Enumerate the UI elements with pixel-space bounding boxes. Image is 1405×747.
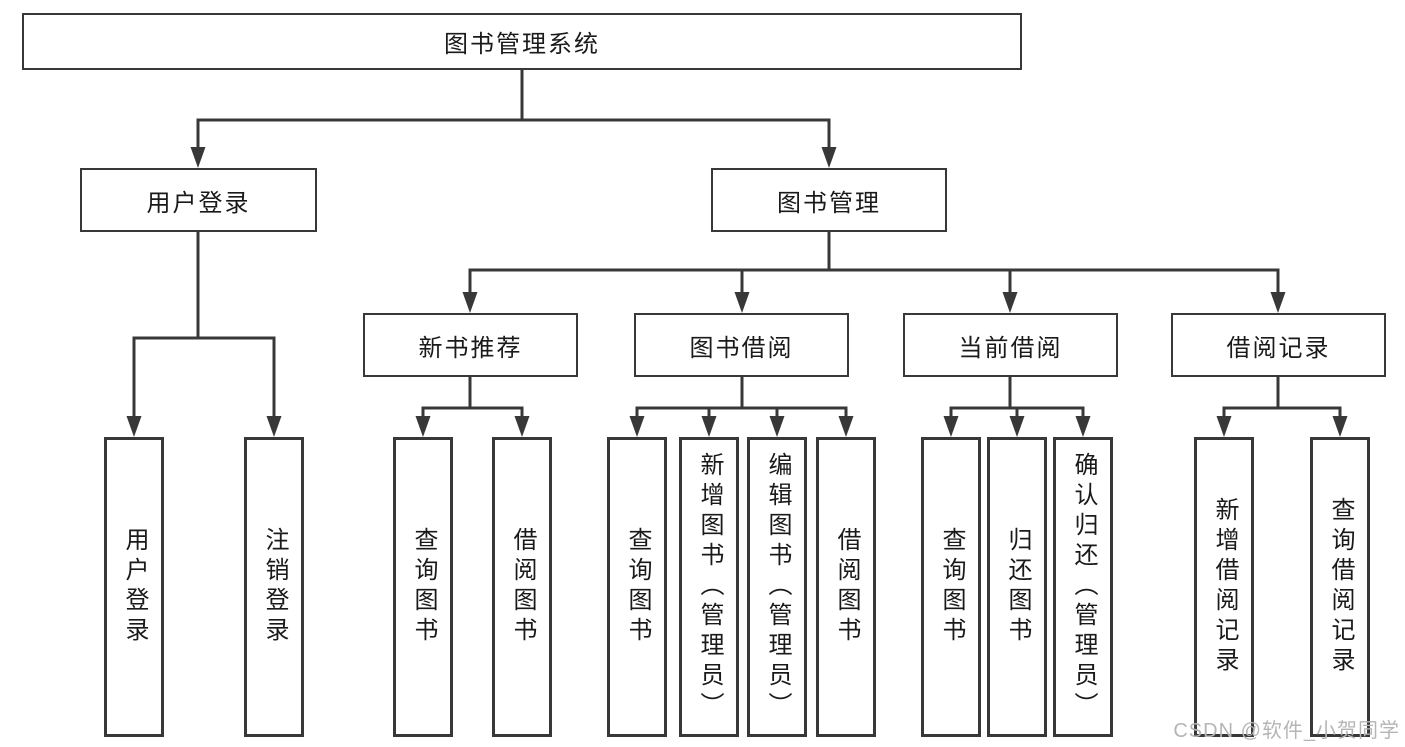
arrowhead-icon [190, 147, 206, 168]
arrowhead-icon [1270, 292, 1286, 313]
leaf-query-borrow-record: 查询借阅记录 [1310, 437, 1370, 737]
node-book-borrowing-label: 图书借阅 [689, 334, 794, 362]
connector-user-login-to-leaves [132, 230, 276, 420]
arrowhead-icon [1216, 416, 1232, 437]
arrowhead-icon [838, 416, 854, 437]
arrowhead-icon [1009, 416, 1025, 437]
leaf-confirm-return-admin: 确认归还（管理员） [1053, 437, 1113, 737]
node-user-login: 用户登录 [80, 168, 317, 232]
connector-current-borrowing-to-leaves [949, 375, 1085, 421]
node-new-book-recommendation: 新书推荐 [363, 313, 578, 377]
leaf-query-borrow-record-label: 查询借阅记录 [1327, 497, 1354, 677]
leaf-add-borrow-record: 新增借阅记录 [1194, 437, 1254, 737]
leaf-query-books-current-label: 查询图书 [938, 527, 965, 647]
leaf-query-books-current: 查询图书 [921, 437, 981, 737]
connector-root-to-level2 [196, 68, 831, 151]
leaf-user-login-label: 用户登录 [121, 527, 148, 647]
connector-borrowing-records-to-leaves [1222, 375, 1342, 421]
node-book-management-label: 图书管理 [777, 189, 881, 217]
leaf-query-books-borrowing: 查询图书 [607, 437, 667, 737]
leaf-borrow-books-label: 借阅图书 [833, 527, 860, 647]
node-book-borrowing: 图书借阅 [634, 313, 849, 377]
arrowhead-icon [769, 416, 785, 437]
arrowhead-icon [126, 416, 142, 437]
leaf-borrow-books-recommend: 借阅图书 [492, 437, 552, 737]
node-new-book-recommendation-label: 新书推荐 [418, 334, 523, 362]
leaf-user-login: 用户登录 [104, 437, 164, 737]
connector-book-management-to-level3 [468, 230, 1280, 294]
node-current-borrowing-label: 当前借阅 [958, 334, 1063, 362]
leaf-confirm-return-admin-label: 确认归还（管理员） [1070, 452, 1097, 722]
arrowhead-icon [943, 416, 959, 437]
arrowhead-icon [266, 416, 282, 437]
leaf-add-books-admin-label: 新增图书（管理员） [696, 452, 723, 722]
arrowhead-icon [734, 292, 750, 313]
leaf-query-books-recommend: 查询图书 [393, 437, 453, 737]
csdn-watermark: CSDN @软件_小贺同学 [1173, 720, 1400, 742]
leaf-edit-books-admin-label: 编辑图书（管理员） [764, 452, 791, 722]
arrowhead-icon [1002, 292, 1018, 313]
arrowhead-icon [1075, 416, 1091, 437]
node-root: 图书管理系统 [22, 13, 1022, 70]
node-borrowing-records: 借阅记录 [1171, 313, 1386, 377]
leaf-query-books-recommend-label: 查询图书 [410, 527, 437, 647]
leaf-borrow-books-recommend-label: 借阅图书 [509, 527, 536, 647]
node-current-borrowing: 当前借阅 [903, 313, 1118, 377]
connector-new-book-recommendation-to-leaves [421, 375, 524, 421]
arrowhead-icon [1332, 416, 1348, 437]
node-book-management: 图书管理 [711, 168, 947, 232]
connector-book-borrowing-to-leaves [635, 375, 848, 421]
arrowhead-icon [462, 292, 478, 313]
arrowhead-icon [415, 416, 431, 437]
leaf-add-borrow-record-label: 新增借阅记录 [1211, 497, 1238, 677]
arrowhead-icon [629, 416, 645, 437]
leaf-logout-label: 注销登录 [261, 527, 288, 647]
node-user-login-label: 用户登录 [146, 189, 251, 217]
node-root-label: 图书管理系统 [444, 31, 600, 58]
arrowhead-icon [514, 416, 530, 437]
leaf-add-books-admin: 新增图书（管理员） [679, 437, 739, 737]
leaf-return-books-label: 归还图书 [1004, 527, 1031, 647]
leaf-borrow-books: 借阅图书 [816, 437, 876, 737]
arrowhead-icon [701, 416, 717, 437]
leaf-edit-books-admin: 编辑图书（管理员） [747, 437, 807, 737]
leaf-logout: 注销登录 [244, 437, 304, 737]
node-borrowing-records-label: 借阅记录 [1226, 334, 1331, 362]
arrowhead-icon [821, 147, 837, 168]
leaf-return-books: 归还图书 [987, 437, 1047, 737]
leaf-query-books-borrowing-label: 查询图书 [624, 527, 651, 647]
